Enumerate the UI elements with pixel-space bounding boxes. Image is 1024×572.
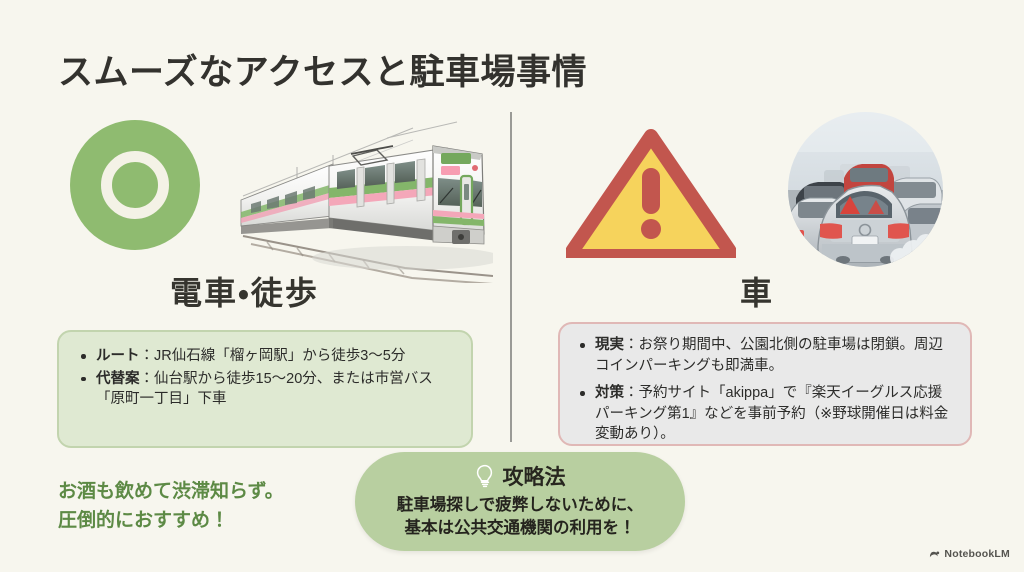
left-info-box: ルート：JR仙石線「榴ヶ岡駅」から徒歩3〜5分 代替案：仙台駅から徒歩15〜20… [57,330,473,448]
list-item: 現実：お祭り期間中、公園北側の駐車場は閉鎖。周辺コインパーキングも即満車。 [578,335,954,376]
bullet-lead: 対策 [595,385,624,402]
train-illustration [237,108,493,283]
traffic-jam-photo [788,112,943,267]
section-heading-train: 電車・徒歩 [170,275,319,311]
circle-ok-icon [70,120,200,250]
left-bullet-list: ルート：JR仙石線「榴ヶ岡駅」から徒歩3〜5分 代替案：仙台駅から徒歩15〜20… [79,346,453,410]
callout-header: 攻略法 [355,461,685,491]
bullet-text: ：お祭り期間中、公園北側の駐車場は閉鎖。周辺コインパーキングも即満車。 [595,337,943,374]
recommendation-text: お酒も飲めて渋滞知らず。 圧倒的におすすめ！ [58,478,284,535]
notebooklm-logo-icon [930,550,940,557]
page-title: スムーズなアクセスと駐車場事情 [58,53,588,92]
notebooklm-watermark: NotebookLM [929,548,1010,560]
warning-triangle-icon [566,128,736,258]
list-item: 代替案：仙台駅から徒歩15〜20分、または市営バス「原町一丁目」下車 [79,369,453,410]
bullet-lead: ルート [96,348,140,364]
right-info-box: 現実：お祭り期間中、公園北側の駐車場は閉鎖。周辺コインパーキングも即満車。 対策… [558,322,972,446]
callout-line-2: 基本は公共交通機関の利用を！ [404,519,636,538]
bullet-lead: 現実 [595,337,624,353]
column-divider [510,112,512,442]
watermark-label: NotebookLM [944,548,1010,560]
recommendation-line-1: お酒も飲めて渋滞知らず。 [58,481,284,502]
strategy-callout: 攻略法 駐車場探しで疲弊しないために、 基本は公共交通機関の利用を！ [355,452,685,551]
bullet-text: ：予約サイト「akippa」で『楽天イーグルス応援パーキング第1』などを事前予約… [595,385,949,443]
lightbulb-icon [476,464,492,488]
section-heading-car: 車 [740,275,775,311]
bullet-text: ：JR仙石線「榴ヶ岡駅」から徒歩3〜5分 [139,348,406,364]
callout-heading: 攻略法 [502,466,566,489]
recommendation-line-2: 圧倒的におすすめ！ [58,509,230,531]
callout-line-1: 駐車場探しで疲弊しないために、 [396,496,644,514]
list-item: 対策：予約サイト「akippa」で『楽天イーグルス応援パーキング第1』などを事前… [578,383,954,445]
bullet-lead: 代替案 [96,370,140,387]
callout-body: 駐車場探しで疲弊しないために、 基本は公共交通機関の利用を！ [355,494,685,541]
circle-ok-inner [101,151,169,219]
list-item: ルート：JR仙石線「榴ヶ岡駅」から徒歩3〜5分 [79,346,453,367]
right-bullet-list: 現実：お祭り期間中、公園北側の駐車場は閉鎖。周辺コインパーキングも即満車。 対策… [578,335,954,445]
bullet-text: ：仙台駅から徒歩15〜20分、または市営バス「原町一丁目」下車 [96,370,433,408]
